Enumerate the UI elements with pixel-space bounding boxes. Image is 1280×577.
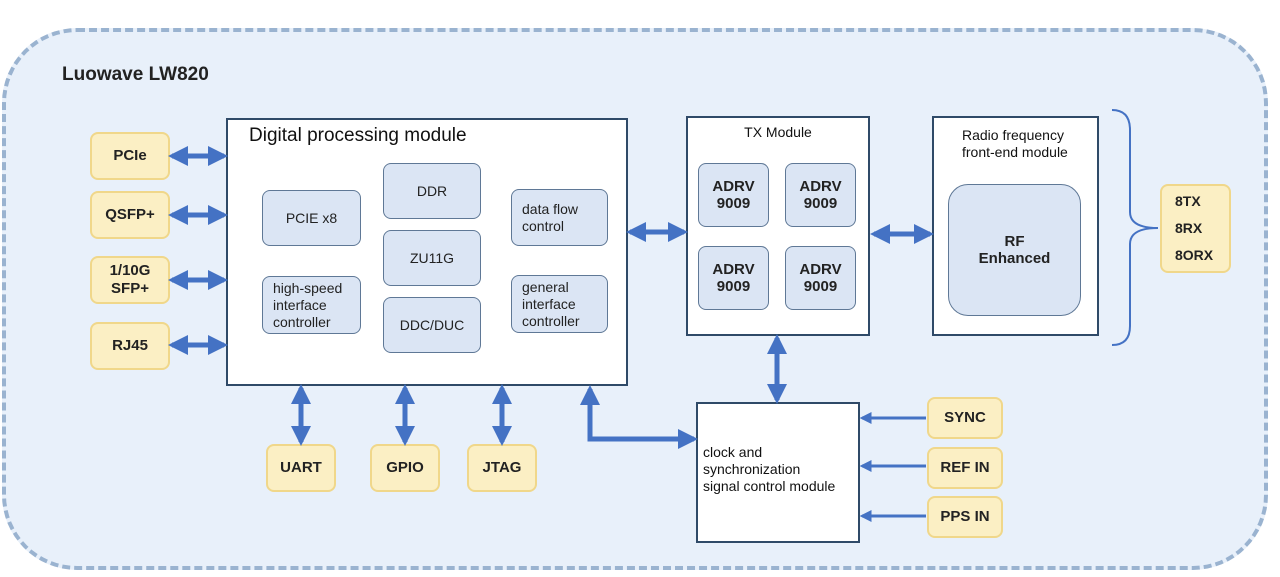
rf-output-8orx: 8ORX	[1175, 247, 1214, 263]
adrv9009-chip-2: ADRV 9009	[785, 163, 856, 227]
rf-output-8tx: 8TX	[1175, 193, 1201, 209]
rf-outputs-box: 8TX 8RX 8ORX	[1160, 184, 1231, 273]
high-speed-interface-controller-block: high-speed interface controller	[262, 276, 361, 334]
diagram-title: Luowave LW820	[62, 64, 209, 85]
interface-uart: UART	[266, 444, 336, 492]
input-sync: SYNC	[927, 397, 1003, 439]
interface-rj45: RJ45	[90, 322, 170, 370]
tx-module-title: TX Module	[744, 124, 812, 140]
rf-enhanced-block: RF Enhanced	[948, 184, 1081, 316]
rf-frontend-module-title: Radio frequency front-end module	[962, 127, 1068, 160]
rf-output-brace	[1111, 109, 1159, 346]
interface-qsfp: QSFP+	[90, 191, 170, 239]
data-flow-control-block: data flow control	[511, 189, 608, 246]
digital-clock-link-arrow	[580, 385, 698, 449]
interface-pcie: PCIe	[90, 132, 170, 180]
clock-sync-module	[696, 402, 860, 543]
input-pps-in: PPS IN	[927, 496, 1003, 538]
ddc-duc-block: DDC/DUC	[383, 297, 481, 353]
clock-sync-module-title: clock and synchronization signal control…	[703, 444, 836, 494]
pcie-x8-block: PCIE x8	[262, 190, 361, 246]
ddr-block: DDR	[383, 163, 481, 219]
adrv9009-chip-4: ADRV 9009	[785, 246, 856, 310]
rf-output-8rx: 8RX	[1175, 220, 1203, 236]
interface-gpio: GPIO	[370, 444, 440, 492]
input-ref-in: REF IN	[927, 447, 1003, 489]
digital-processing-module-title: Digital processing module	[249, 125, 467, 146]
zu11g-block: ZU11G	[383, 230, 481, 286]
adrv9009-chip-1: ADRV 9009	[698, 163, 769, 227]
general-interface-controller-block: general interface controller	[511, 275, 608, 333]
adrv9009-chip-3: ADRV 9009	[698, 246, 769, 310]
